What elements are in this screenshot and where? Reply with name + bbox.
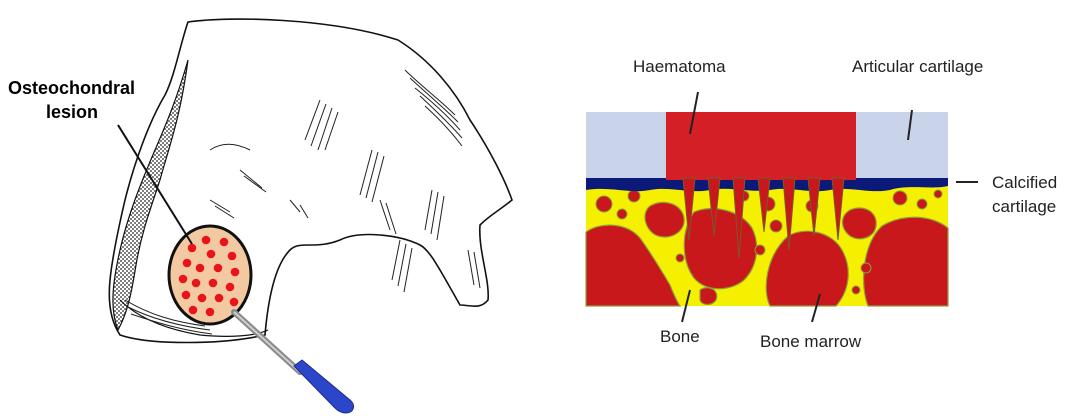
probe-handle	[294, 360, 353, 413]
calcified-label-line1: Calcified	[992, 173, 1057, 192]
bone-marrow-label: Bone marrow	[760, 332, 862, 351]
osteochondral-lesion	[169, 226, 251, 324]
knee-sketch	[109, 19, 512, 342]
bone-label: Bone	[660, 327, 700, 346]
lesion-label-line1: Osteochondral	[8, 78, 135, 98]
probe-instrument	[234, 312, 353, 413]
femur-outline	[109, 19, 512, 342]
cross-section	[586, 112, 948, 306]
haematoma-region	[666, 112, 856, 180]
calcified-cartilage-label: Calcified cartilage	[992, 173, 1062, 216]
articular-cartilage-label: Articular cartilage	[852, 57, 983, 76]
haematoma-label: Haematoma	[633, 57, 726, 76]
lesion-label: Osteochondral lesion	[8, 78, 140, 122]
lesion-label-line2: lesion	[46, 102, 98, 122]
calcified-label-line2: cartilage	[992, 197, 1056, 216]
